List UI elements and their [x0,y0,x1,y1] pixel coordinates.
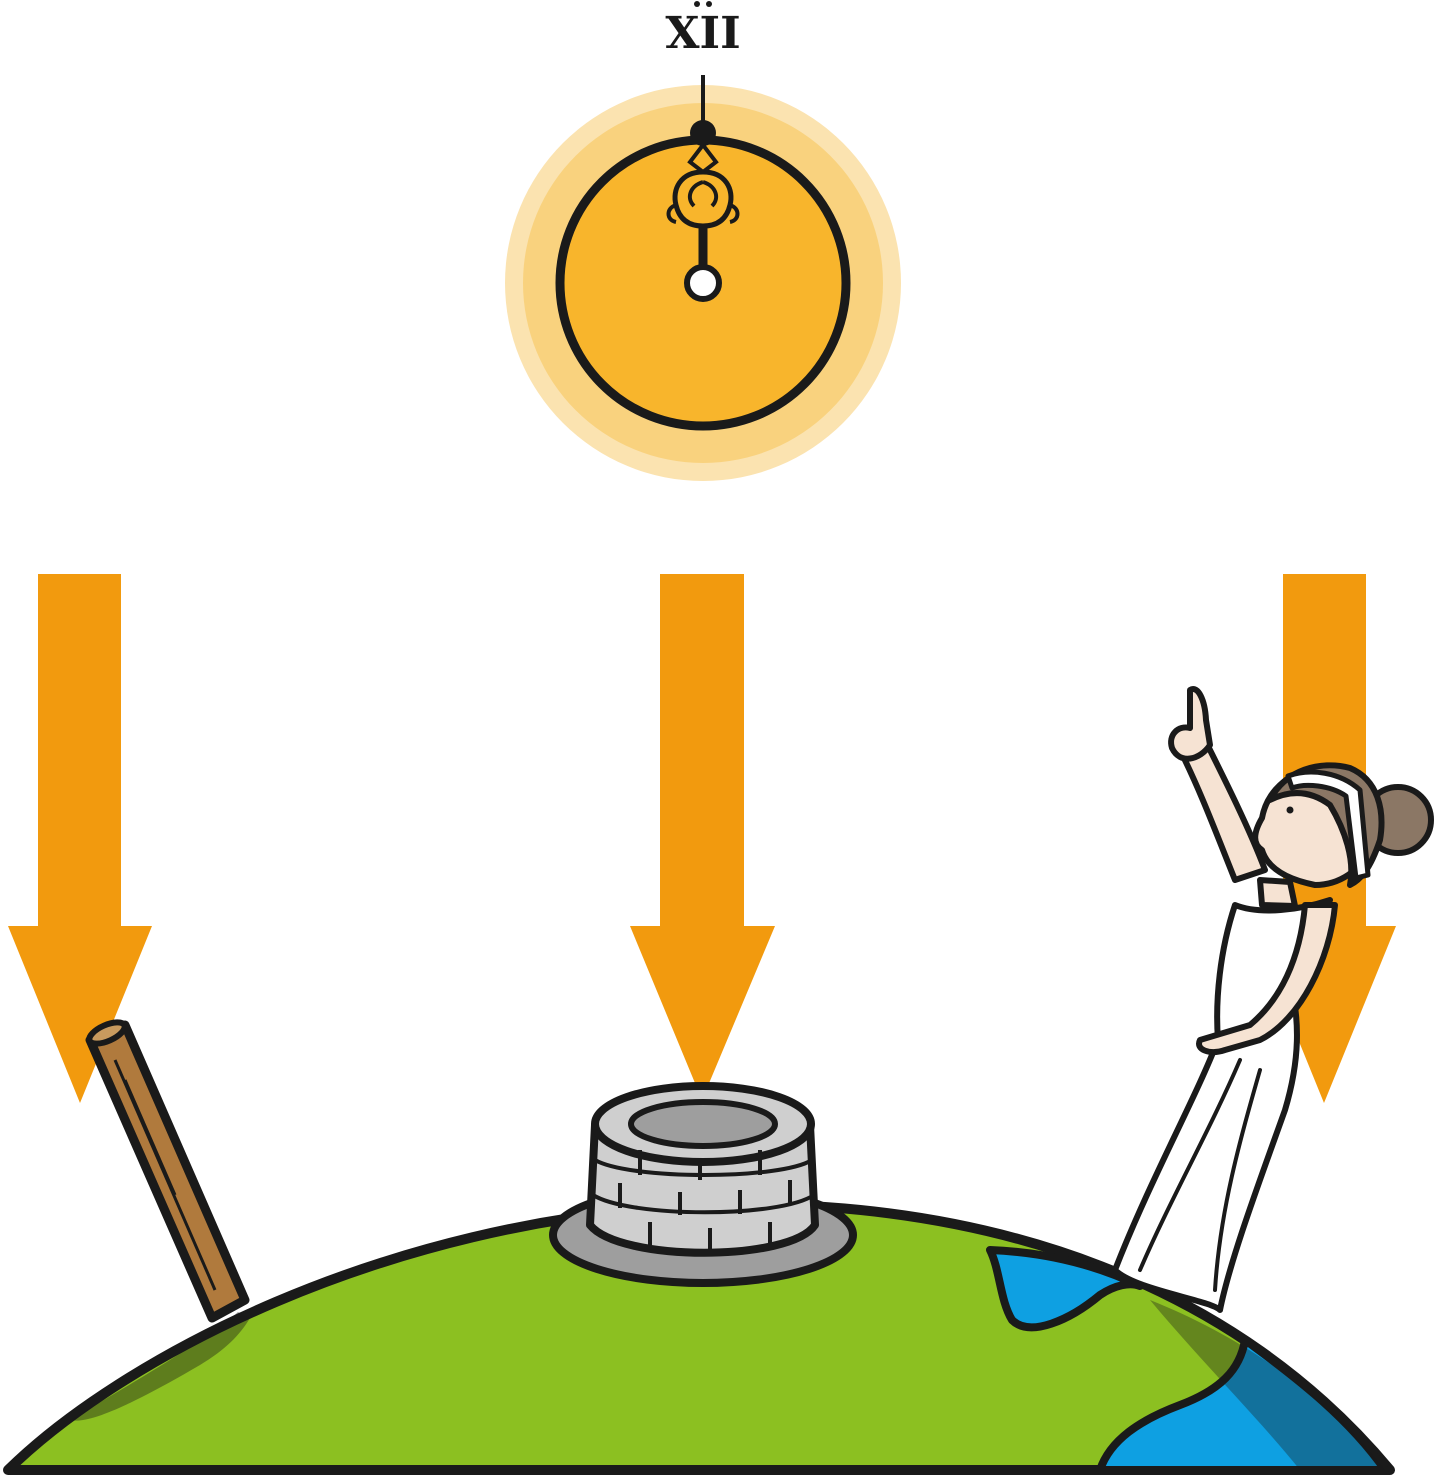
sun-ray-arrow-left [8,574,152,1103]
water-bottom [1096,1336,1389,1474]
clock-numeral-xii: XII [665,8,740,59]
earth-ground-icon [3,1199,1395,1475]
sun-clock-icon: XII [505,1,901,481]
gnomon-stick-icon [85,1019,250,1323]
water-top [986,1246,1144,1332]
woman-pointing-icon [1112,686,1434,1313]
sun-ray-arrow-center [630,574,775,1100]
well-icon [549,1082,857,1287]
clock-hand-icon [666,75,740,302]
